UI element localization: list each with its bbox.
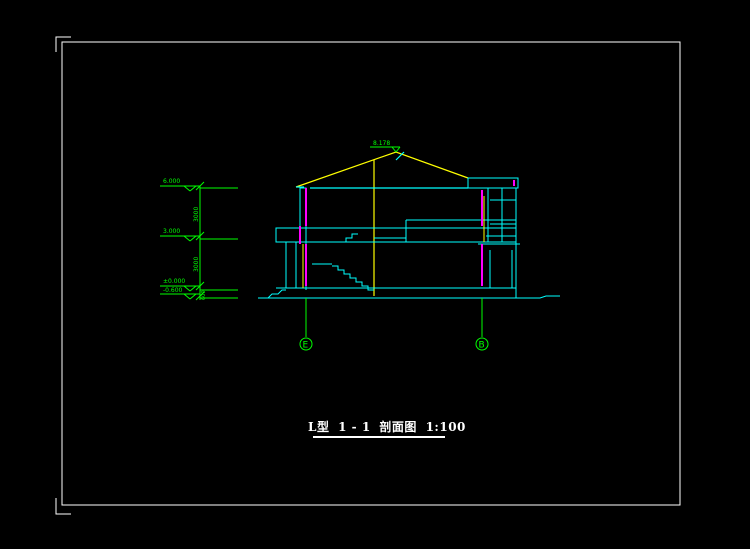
roof xyxy=(295,151,469,296)
ridge-marker xyxy=(370,146,401,153)
level-markers xyxy=(160,181,238,301)
title-name: 剖面图 xyxy=(379,420,417,434)
axis-lines xyxy=(305,298,483,337)
level-label-3000: 3.000 xyxy=(163,228,180,235)
title-scale: 1:100 xyxy=(425,420,466,434)
level-label-0000: ±0.000 xyxy=(163,278,185,285)
walls-yellow xyxy=(302,196,485,288)
axis-bubble-e xyxy=(299,337,313,351)
title-type: L型 xyxy=(308,420,330,434)
axis-label-e: E xyxy=(303,341,309,351)
level-label-minus0600: -0.600 xyxy=(163,287,183,294)
axis-bubbles xyxy=(299,337,489,351)
dimension-lower: 3000 xyxy=(193,257,200,272)
ridge-elevation-label: 8.178 xyxy=(373,140,390,147)
title-section: 1 - 1 xyxy=(338,420,371,434)
title-underline xyxy=(313,436,445,438)
dimension-upper: 3000 xyxy=(193,207,200,222)
dimension-base: 600 xyxy=(201,290,207,300)
cut-walls xyxy=(299,180,515,286)
drawing-title: L型 1 - 1 剖面图 1:100 xyxy=(308,418,465,435)
axis-bubble-b xyxy=(475,337,489,351)
axis-label-b: B xyxy=(479,341,485,351)
drawing-frame xyxy=(55,36,681,515)
level-label-6000: 6.000 xyxy=(163,178,180,185)
